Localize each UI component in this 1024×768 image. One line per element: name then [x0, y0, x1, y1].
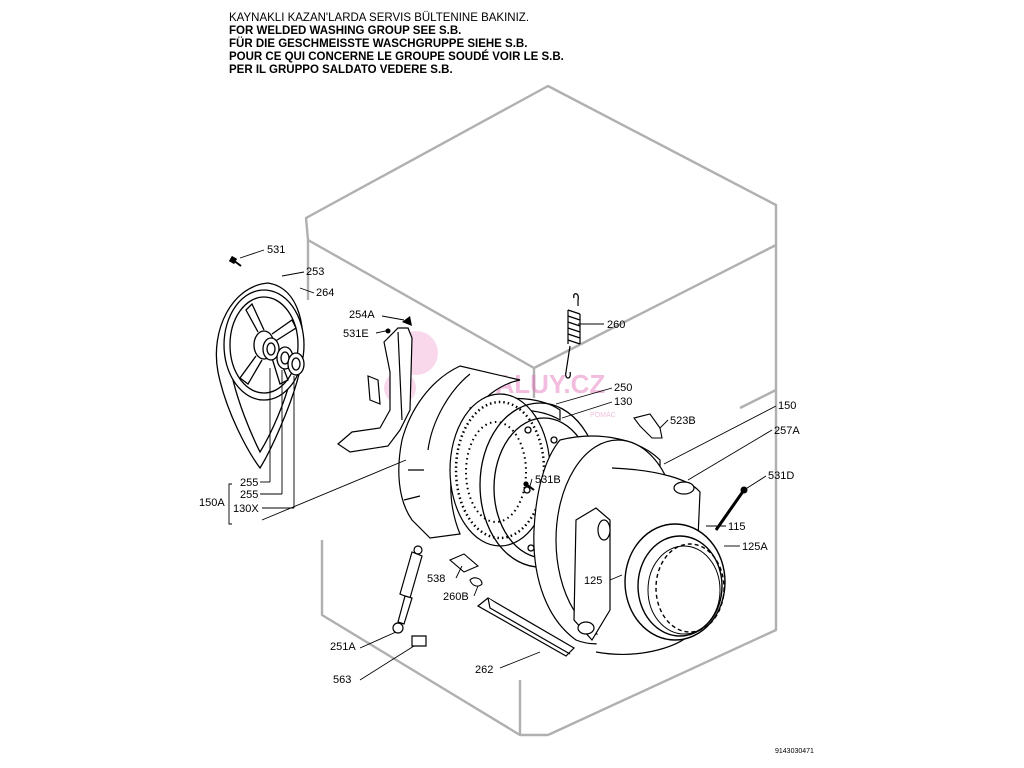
leader-lines — [228, 249, 777, 681]
clip-260B — [469, 577, 483, 587]
rear-tub — [398, 365, 521, 539]
label-257A: 257A — [774, 425, 800, 437]
label-125A: 125A — [742, 541, 768, 553]
label-531E: 531E — [343, 328, 369, 340]
note-line: PER IL GRUPPO SALDATO VEDERE S.B. — [229, 64, 453, 76]
label-254A: 254A — [349, 309, 375, 321]
label-150: 150 — [778, 400, 796, 412]
bracket-254A — [337, 327, 413, 453]
door-seal-125A — [624, 523, 726, 641]
pad-538 — [448, 553, 480, 573]
label-130X: 130X — [233, 503, 259, 515]
heater-523B — [633, 413, 663, 439]
service-notes: KAYNAKLI KAZAN'LARDA SERVIS BÜLTENINE BA… — [229, 12, 564, 77]
label-255: 255 — [240, 477, 258, 489]
document-number: 9143030471 — [775, 748, 814, 755]
spring-260 — [565, 293, 581, 379]
screw-531B — [523, 481, 535, 491]
label-264: 264 — [316, 287, 334, 299]
pulley-belt-assembly — [215, 282, 305, 470]
note-line: KAYNAKLI KAZAN'LARDA SERVIS BÜLTENINE BA… — [229, 12, 530, 24]
label-531B: 531B — [535, 474, 561, 486]
label-262: 262 — [475, 664, 493, 676]
screw-254A — [402, 316, 412, 326]
note-line: POUR CE QUI CONCERNE LE GROUPE SOUDÉ VOI… — [229, 51, 564, 63]
label-260B: 260B — [443, 591, 469, 603]
label-251A: 251A — [330, 641, 356, 653]
label-523B: 523B — [670, 415, 696, 427]
label-531D: 531D — [768, 470, 794, 482]
label-538: 538 — [427, 573, 445, 585]
label-130: 130 — [614, 396, 632, 408]
label-563: 563 — [333, 674, 351, 686]
screw-531 — [228, 255, 242, 267]
label-250: 250 — [614, 382, 632, 394]
label-255: 255 — [240, 489, 258, 501]
cabinet-outline — [304, 84, 778, 737]
label-125: 125 — [584, 575, 602, 587]
label-253: 253 — [306, 266, 324, 278]
note-line: FÜR DIE GESCHMEISSTE WASCHGRUPPE SIEHE S… — [229, 38, 528, 50]
note-line: FOR WELDED WASHING GROUP SEE S.B. — [229, 25, 462, 37]
label-150A: 150A — [199, 497, 225, 509]
label-115: 115 — [728, 521, 746, 533]
bolt-531D — [714, 486, 748, 531]
watermark-subtext: POMÁC — [590, 410, 616, 419]
label-531: 531 — [267, 244, 285, 256]
shock-absorber-251A — [392, 545, 427, 647]
label-260: 260 — [607, 319, 625, 331]
part-labels: 531 253 264 254A 531E 260 250 130 523B 1… — [199, 244, 800, 686]
support-262 — [476, 597, 575, 657]
